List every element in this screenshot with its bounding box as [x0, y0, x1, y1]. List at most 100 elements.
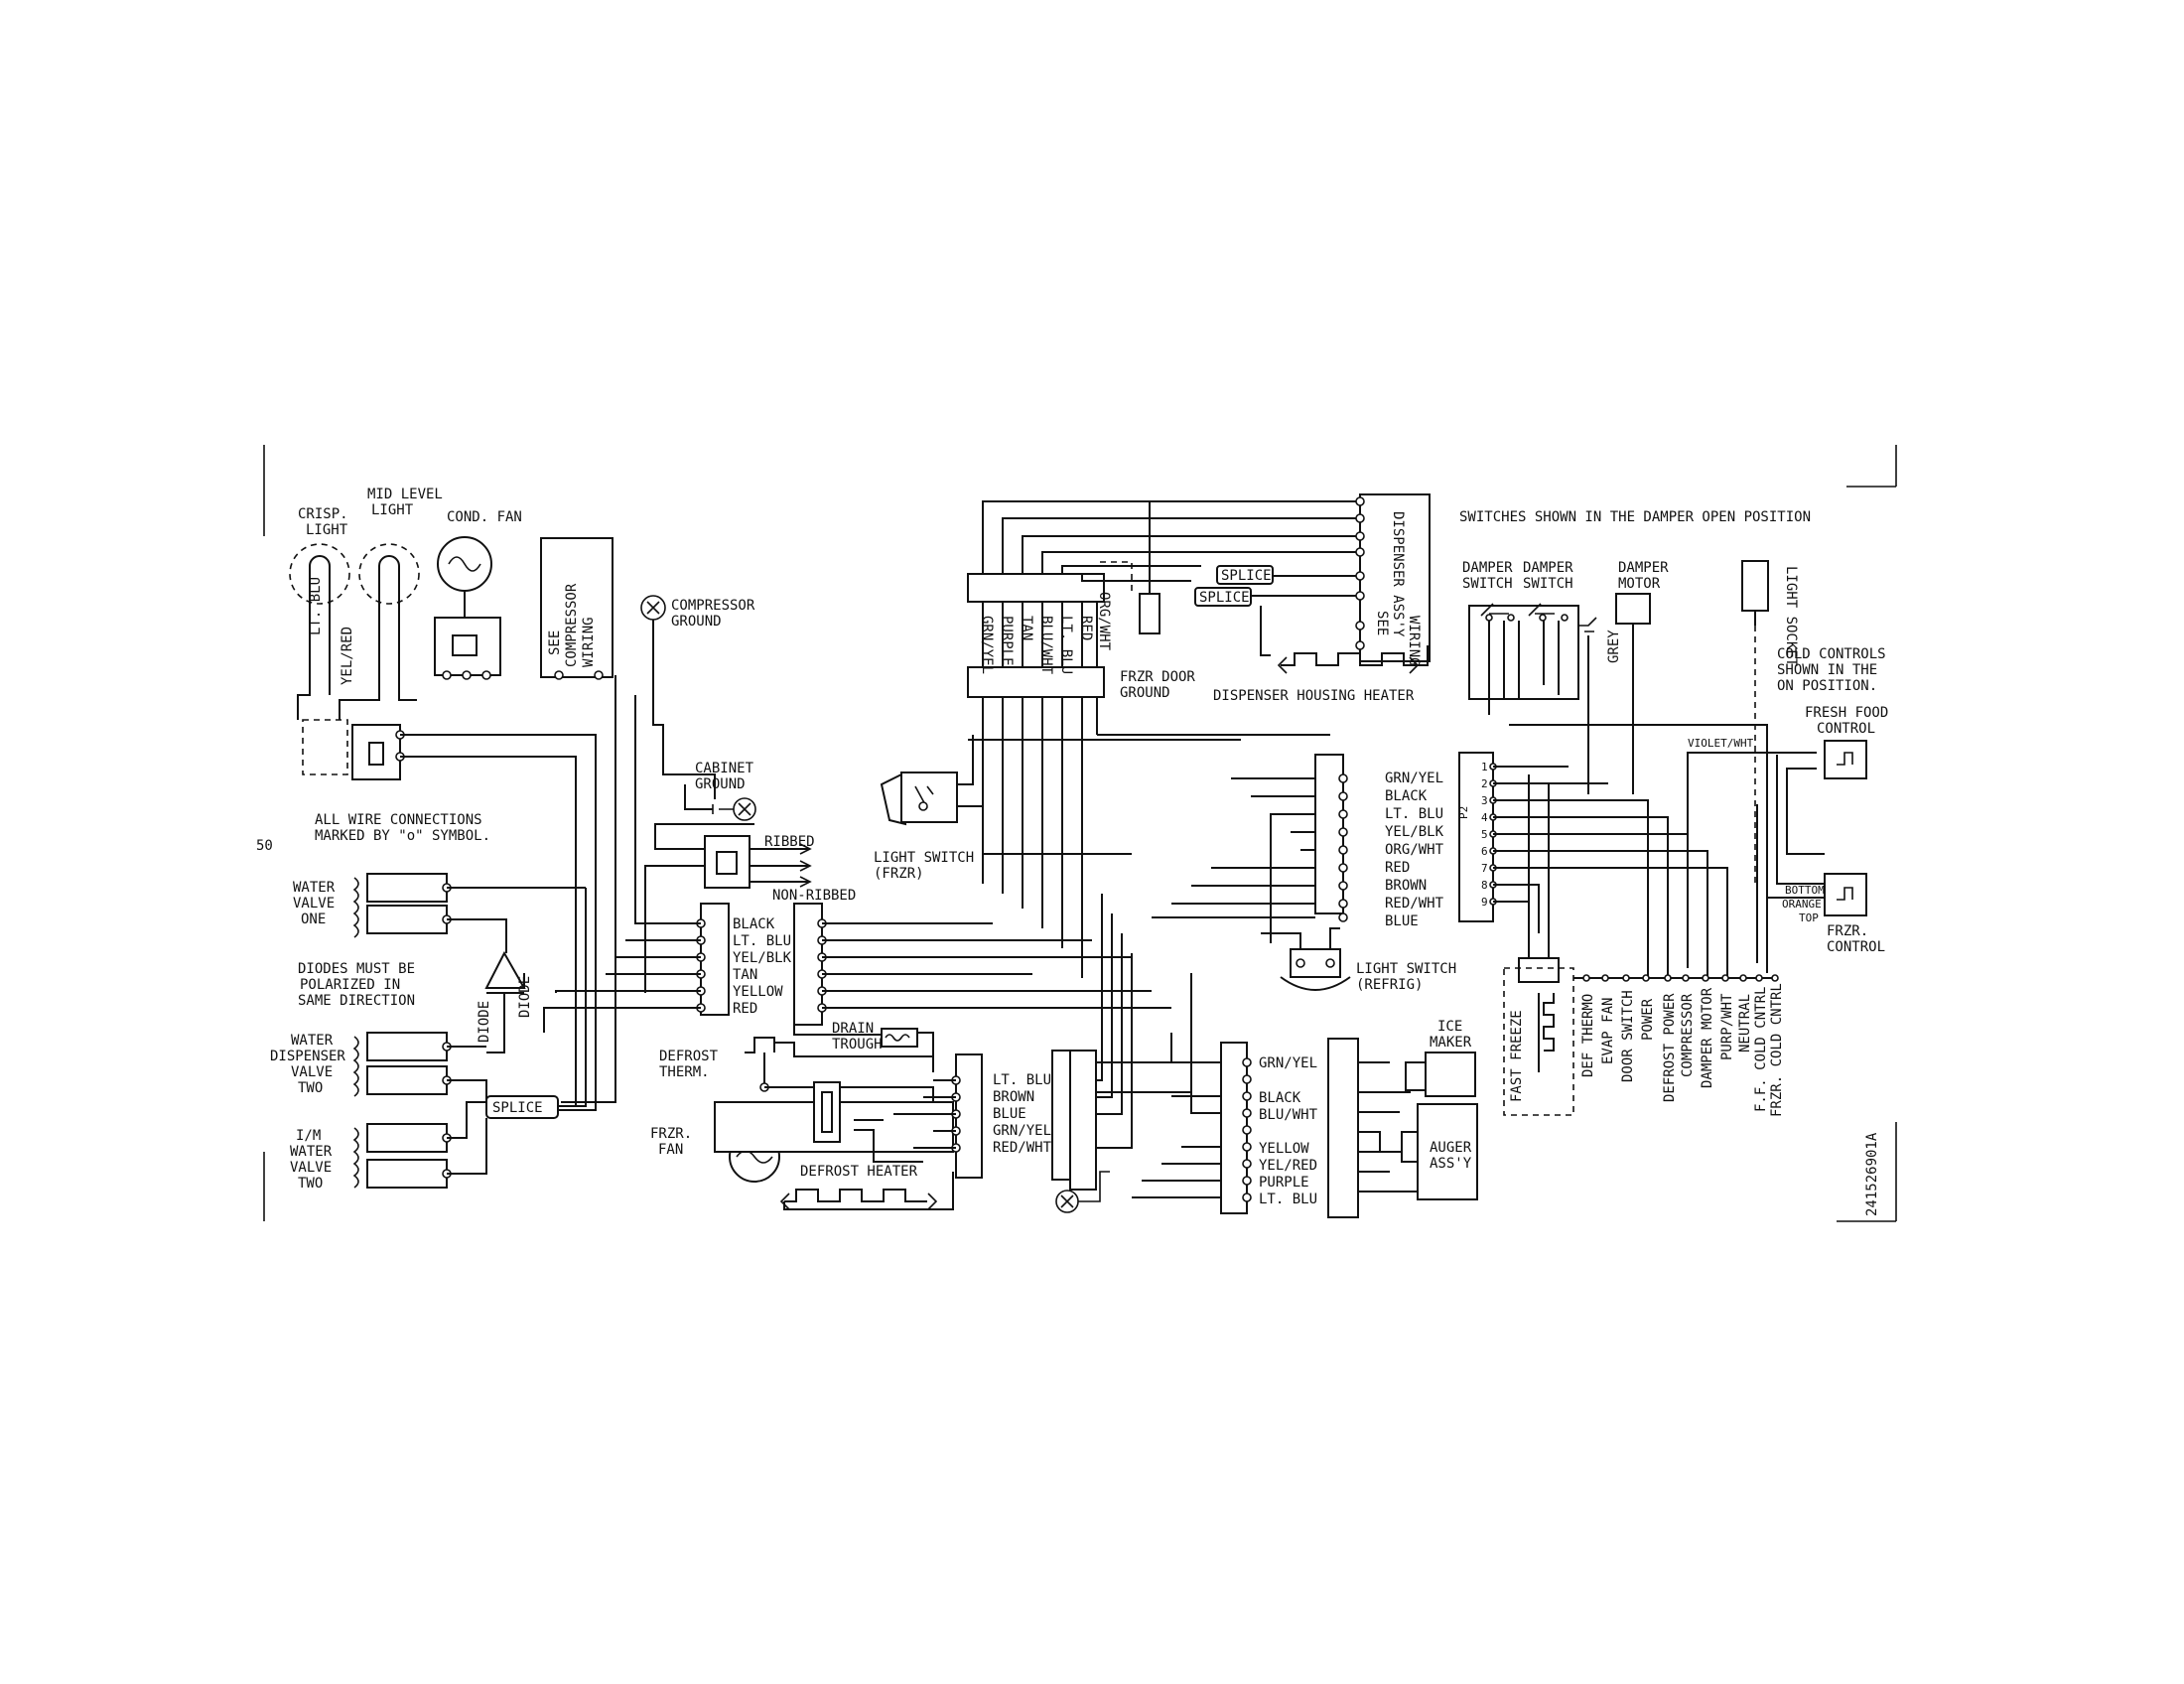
- frame-marks: 50: [256, 445, 1897, 1222]
- see-dispenser-label-2: DISPENSER ASS'Y: [1390, 511, 1406, 637]
- wire-connections-note-2: MARKED BY "o" SYMBOL.: [315, 828, 490, 844]
- out-door-switch: DOOR SWITCH: [1620, 990, 1636, 1082]
- right-conn-black: BLACK: [1385, 788, 1428, 804]
- splice-label-upper-2: SPLICE: [1199, 590, 1250, 606]
- damper-switch-2-label-2: SWITCH: [1523, 576, 1573, 592]
- right-conn-brown: BROWN: [1385, 878, 1427, 894]
- water-valve-one-label-2: VALVE: [293, 896, 335, 912]
- right-conn-orgwht: ORG/WHT: [1385, 842, 1444, 858]
- heater-conn-grnyel: GRN/YEL: [993, 1123, 1051, 1139]
- top-harness-grnyel: GRN/YEL: [979, 616, 995, 674]
- light-switch-refrig-label-1: LIGHT SWITCH: [1356, 961, 1456, 977]
- damper-switches: DAMPER SWITCH DAMPER SWITCH: [1462, 560, 1579, 715]
- top-label: TOP: [1799, 912, 1819, 924]
- frzr-control: BOTTOM ORANGE TOP FRZR. CONTROL: [1766, 755, 1885, 973]
- left-conn-tan: TAN: [733, 967, 757, 983]
- right-connector: GRN/YEL BLACK LT. BLU YEL/BLK ORG/WHT RE…: [1152, 754, 1444, 943]
- cold-controls-note-2: SHOWN IN THE: [1777, 662, 1877, 678]
- right-conn-yelblk: YEL/BLK: [1385, 824, 1444, 840]
- non-ribbed-label: NON-RIBBED: [772, 888, 856, 904]
- ribbed-connector: RIBBED NON-RIBBED: [644, 823, 856, 993]
- cond-fan: COND. FAN: [434, 509, 522, 676]
- see-dispenser-label-1: SEE: [1374, 611, 1390, 635]
- cabinet-ground-label-1: CABINET: [695, 761, 754, 776]
- splice-label-left: SPLICE: [492, 1100, 543, 1116]
- pin-7: 7: [1481, 862, 1488, 875]
- out-ff-cold-cntrl: F.F. COLD CNTRL: [1753, 987, 1769, 1112]
- left-conn-black: BLACK: [733, 916, 775, 932]
- light-switch-frzr: LIGHT SWITCH (FRZR): [874, 735, 1132, 882]
- auger-assy: AUGER ASS'Y: [1401, 1103, 1478, 1200]
- see-compressor-label-2: COMPRESSOR: [564, 583, 580, 667]
- pin-5: 5: [1481, 828, 1488, 841]
- cold-controls-note-1: COLD CONTROLS: [1777, 646, 1886, 662]
- heater-ground: [1055, 1171, 1110, 1213]
- out-defrost-power: DEFROST POWER: [1662, 993, 1678, 1102]
- ice-maker-label-2: MAKER: [1430, 1035, 1472, 1051]
- top-harness-tan: TAN: [1019, 616, 1034, 640]
- heater-conn-redwht: RED/WHT: [993, 1140, 1052, 1156]
- compressor-ground-label-1: COMPRESSOR: [671, 598, 755, 614]
- light-socket: LIGHT SOCKET: [1741, 560, 1799, 963]
- splice-left: SPLICE: [485, 675, 616, 1119]
- damper-switch-2-label-1: DAMPER: [1523, 560, 1573, 576]
- bottom-label: BOTTOM: [1785, 884, 1825, 897]
- frzr-fan-label-2: FAN: [658, 1142, 683, 1158]
- part-number: 241526901A: [1864, 1132, 1880, 1216]
- water-dispenser-valve-label-3: VALVE: [291, 1064, 333, 1080]
- defrost-therm: DEFROST THERM.: [659, 1037, 934, 1102]
- compressor-ground: COMPRESSOR GROUND: [640, 595, 755, 799]
- ice-maker: ICE MAKER: [1405, 1019, 1476, 1097]
- p2-connector: P2 1 2 3 4 5 6 7 8 9: [1457, 724, 1768, 978]
- crisp-light: CRISP. LIGHT: [289, 506, 350, 606]
- control-outputs: DEF THERMO EVAP FAN DOOR SWITCH POWER DE…: [1573, 974, 1785, 1117]
- wire-connections-note-1: ALL WIRE CONNECTIONS: [315, 812, 482, 828]
- frzr-door-ground-label-1: FRZR DOOR: [1120, 669, 1195, 685]
- damper-switch-1-label-1: DAMPER: [1462, 560, 1513, 576]
- dispenser-housing-heater-label: DISPENSER HOUSING HEATER: [1213, 688, 1415, 704]
- cabinet-ground-label-2: GROUND: [695, 776, 746, 792]
- mid-level-light-label-1: MID LEVEL: [367, 487, 443, 502]
- out-compressor: COMPRESSOR: [1680, 993, 1696, 1077]
- icemaker-conn-grnyel: GRN/YEL: [1259, 1055, 1317, 1071]
- damper-motor-label-2: MOTOR: [1618, 576, 1661, 592]
- pin-4: 4: [1481, 811, 1488, 824]
- water-valve-one-label-3: ONE: [301, 912, 326, 927]
- ribbed-label: RIBBED: [764, 834, 815, 850]
- center-conn-upper: [1069, 1033, 1191, 1191]
- frzr-control-label-1: FRZR.: [1827, 923, 1868, 939]
- icemaker-conn-black: BLACK: [1259, 1090, 1301, 1106]
- fast-freeze: FAST FREEZE: [1503, 774, 1574, 1116]
- damper-switch-1-label-2: SWITCH: [1462, 576, 1513, 592]
- diodes-note-1: DIODES MUST BE: [298, 961, 415, 977]
- frzr-door-ground: FRZR DOOR GROUND: [1100, 501, 1195, 701]
- defrost-heater: DEFROST HEATER: [779, 1164, 954, 1210]
- diode-label-1: DIODE: [477, 1001, 492, 1043]
- ice-maker-label-1: ICE: [1437, 1019, 1462, 1035]
- out-power: POWER: [1640, 998, 1656, 1041]
- cabinet-ground: CABINET GROUND: [684, 761, 756, 821]
- im-water-valve-label-4: TWO: [298, 1176, 323, 1192]
- diode-label-2: DIODE: [517, 976, 533, 1018]
- violet-wht-label: VIOLET/WHT: [1688, 737, 1754, 750]
- edge-mark: 50: [256, 838, 273, 854]
- icemaker-conn-yellow: YELLOW: [1259, 1141, 1309, 1157]
- water-dispenser-valve-label-4: TWO: [298, 1080, 323, 1096]
- right-conn-red: RED: [1385, 860, 1410, 876]
- grey-wire-label: GREY: [1606, 630, 1622, 663]
- lt-blu-wire-label: LT. BLU: [308, 577, 324, 635]
- frzr-fan: FRZR. FAN: [650, 1081, 954, 1183]
- mid-level-light-label-2: LIGHT: [371, 502, 414, 518]
- crisp-light-bulb-icon: [289, 543, 350, 605]
- pin-2: 2: [1481, 777, 1488, 790]
- out-neutral: NEUTRAL: [1737, 994, 1753, 1052]
- heater-conn-ltblu: LT. BLU: [993, 1072, 1051, 1088]
- fast-freeze-label: FAST FREEZE: [1509, 1010, 1525, 1102]
- light-socket-label: LIGHT SOCKET: [1783, 566, 1799, 667]
- im-water-valve-label-2: WATER: [290, 1144, 333, 1160]
- p2-label: P2: [1457, 806, 1470, 819]
- pin-6: 6: [1481, 845, 1488, 858]
- defrost-therm-label-1: DEFROST: [659, 1049, 719, 1064]
- drain-trough-label-1: DRAIN: [832, 1021, 874, 1037]
- left-connector: BLACK LT. BLU YEL/BLK TAN YELLOW RED: [543, 695, 1171, 1033]
